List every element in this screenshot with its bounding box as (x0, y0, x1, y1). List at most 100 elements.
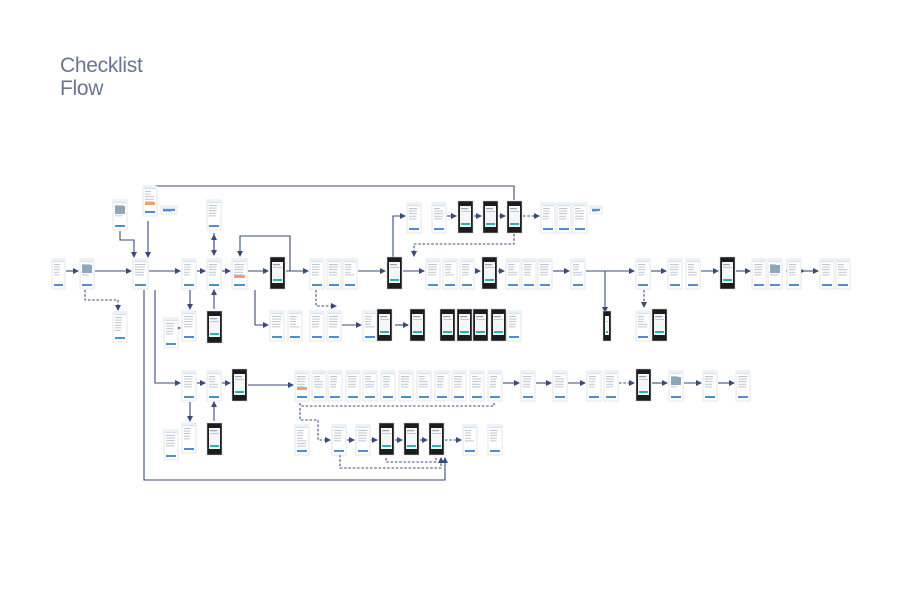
screen-button (555, 396, 565, 398)
screen-thumbnail (635, 310, 651, 342)
screen-text-line (334, 432, 342, 434)
screen-text-line (494, 319, 503, 320)
screen-text-line (670, 264, 679, 265)
screen-frame (206, 370, 222, 402)
screen-button (638, 336, 648, 338)
screen-text-line (462, 274, 469, 276)
screen-button (312, 336, 322, 338)
screen-text-line (490, 378, 497, 380)
screen-button (329, 284, 339, 286)
screen-text-line (413, 319, 422, 320)
screen-card (605, 316, 609, 335)
screen-text-line (365, 386, 374, 388)
screen-thumbnail (521, 258, 537, 290)
screen-button (210, 333, 219, 335)
screen-text-line (428, 264, 438, 265)
screen-text-line (555, 381, 564, 383)
screen-button (273, 279, 282, 281)
screen-thumbnail (451, 370, 467, 402)
screen-header (704, 372, 716, 375)
screen-button (789, 284, 799, 286)
flow-connector (392, 213, 406, 257)
screen-text-line (184, 438, 190, 440)
screen-text-line (409, 208, 418, 209)
screen-thumbnail (398, 370, 414, 402)
screen-frame (520, 370, 536, 402)
screen-text-line (738, 376, 748, 377)
screen-text-line (428, 269, 437, 271)
screen-text-line (184, 269, 191, 271)
screen-text-line (297, 443, 307, 444)
screen-text-line (575, 218, 584, 220)
screen-text-line (184, 430, 191, 432)
screen-button (234, 284, 245, 286)
screen-text-line (789, 264, 797, 265)
screen-text-line (589, 378, 596, 380)
screen-text-line (419, 378, 425, 380)
screen-text-line (462, 269, 470, 271)
screen-text-line (638, 321, 644, 323)
screen-header (53, 260, 64, 263)
screen-thumbnail (572, 202, 588, 234)
screen-text-line (540, 264, 549, 265)
screen-text-line (407, 433, 416, 434)
screen-text-line (235, 376, 242, 378)
screen-text-line (166, 435, 176, 436)
screen-text-line (348, 383, 356, 385)
screen-text-line (462, 271, 469, 273)
screen-button (559, 228, 569, 230)
screen-frame (398, 370, 414, 402)
screen-button (401, 396, 411, 398)
screen-text-line (358, 430, 368, 431)
screen-button (297, 396, 307, 398)
screen-text-line (434, 213, 444, 215)
screen-text-line (383, 381, 390, 383)
screen-text-line (272, 318, 281, 320)
screen-text-line (329, 321, 338, 323)
screen-text-line (166, 437, 175, 439)
screen-button (723, 279, 732, 281)
screen-text-line (115, 319, 122, 321)
screen-text-line (166, 325, 174, 327)
screen-thumbnail (472, 308, 489, 342)
screen-button (297, 450, 307, 452)
screen-thumbnail (132, 258, 149, 290)
screen-frame (521, 258, 537, 290)
screen-header (208, 260, 220, 263)
screen-text-line (508, 266, 514, 268)
screen-text-line (523, 381, 531, 383)
screen-header (821, 260, 833, 263)
screen-button (462, 284, 472, 286)
screen-frame (163, 429, 179, 461)
screen-text-line (472, 378, 482, 380)
screen-button (573, 284, 583, 286)
screen-button (330, 396, 340, 398)
screen-text-line (135, 266, 146, 268)
screen-text-line (472, 381, 482, 383)
screen-header (208, 201, 220, 204)
screen-layer (51, 185, 851, 461)
screen-text-line (312, 316, 320, 317)
screen-text-line (334, 435, 342, 437)
screen-thumbnail (589, 205, 603, 215)
screen-thumbnail (79, 258, 95, 290)
screen-button (334, 450, 344, 452)
screen-text-line (606, 381, 614, 383)
screen-text-line (437, 386, 443, 388)
screen-frame (311, 370, 327, 402)
screen-thumbnail (326, 310, 342, 342)
screen-thumbnail (327, 370, 343, 402)
screen-thumbnail (362, 370, 378, 402)
screen-text-line (184, 383, 192, 385)
screen-image (115, 206, 125, 214)
screen-card (475, 314, 486, 335)
screen-text-line (409, 213, 417, 215)
screen-button (443, 331, 452, 333)
screen-frame (667, 258, 683, 290)
screen-frame (685, 258, 701, 290)
screen-button (345, 284, 355, 286)
screen-text-line (115, 317, 123, 318)
screen-text-line (390, 264, 397, 266)
screen-header (289, 312, 301, 315)
screen-thumbnail (206, 258, 222, 290)
